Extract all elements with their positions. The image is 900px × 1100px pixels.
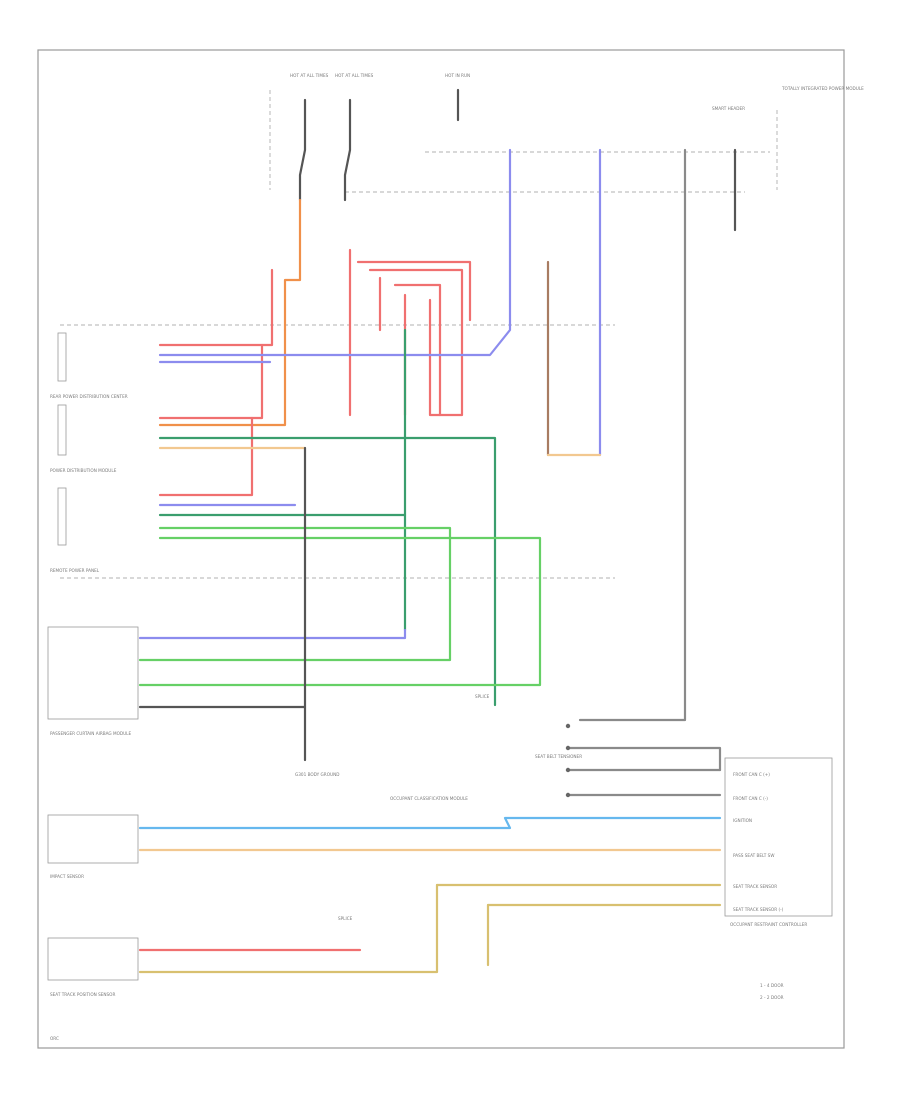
module-box-1 [57,332,67,382]
module-label-1: REAR POWER DISTRIBUTION CENTER [50,394,128,399]
right-module-label: OCCUPANT RESTRAINT CONTROLLER [730,922,807,927]
hot-label-1: HOT AT ALL TIMES [290,73,329,78]
module-label-2: POWER DISTRIBUTION MODULE [50,468,117,473]
lower-box-1 [47,814,139,864]
wire-blue-sensor [138,628,407,640]
wire-red-bus-5 [393,283,442,417]
splice-label-1: SPLICE [475,694,490,699]
wire-feed-2 [343,98,352,202]
wire-green-2 [138,536,542,687]
wire-feed-1 [298,98,307,202]
totally-integrated-label: TOTALLY INTEGRATED POWER MODULE [781,86,864,91]
pin-dot-3 [565,767,571,773]
wire-green-1 [138,526,452,662]
module-box-2 [57,404,67,456]
rm-pin-5: SEAT TRACK SENSOR [733,884,777,889]
pin-dot-4 [565,792,571,798]
hot-label-3: HOT IN RUN [445,73,470,78]
lower-box-2 [47,937,139,981]
smart-header-label: SMART HEADER [712,106,745,111]
rm-pin-3: IGNITION [733,818,752,823]
sensor-label-left: PASSENGER CURTAIN AIRBAG MODULE [50,731,132,736]
occupant-label: OCCUPANT CLASSIFICATION MODULE [390,796,468,801]
module-box-3 [57,487,67,546]
wire-red-bus-3 [368,268,464,417]
wire-grey-right-1 [578,148,687,722]
hot-label-2: HOT AT ALL TIMES [335,73,374,78]
wire-blue-1 [158,148,512,357]
wire-orange-2 [158,328,287,427]
wire-can-1 [568,746,722,772]
wire-tan-3 [138,883,439,974]
seat-belt-label: SEAT BELT TENSIONER [535,754,582,759]
lower-label-2: SEAT TRACK POSITION SENSOR [50,992,115,997]
wire-light-blue [138,816,722,830]
wire-red-bus-2 [356,260,472,322]
diagram-frame [37,49,845,1049]
sensor-box-left [47,626,139,720]
module-label-3: REMOTE POWER PANEL [50,568,100,573]
wire-red-2 [158,343,264,420]
ground-label: G301 BODY GROUND [295,772,339,777]
rm-pin-1: FRONT CAN C (+) [733,772,770,777]
rm-pin-4: PASS SEAT BELT SW [733,853,774,858]
wire-orange-1 [283,198,302,332]
splice-label-2: SPLICE [338,916,353,921]
wire-red-3 [158,416,254,497]
pin-dot-2 [565,745,571,751]
wire-red-1 [158,268,274,347]
rm-pin-6: SEAT TRACK SENSOR (-) [733,907,784,912]
legend-1: 1 - 4 DOOR [760,983,784,988]
lower-label-1: IMPACT SENSOR [50,874,84,879]
legend-2: 2 - 2 DOOR [760,995,784,1000]
rm-pin-2: FRONT CAN C (-) [733,796,768,801]
footer-label: ORC [50,1036,59,1041]
pin-dot-1 [565,723,571,729]
wire-dark-green-1 [158,436,497,707]
right-module-box [724,757,833,917]
